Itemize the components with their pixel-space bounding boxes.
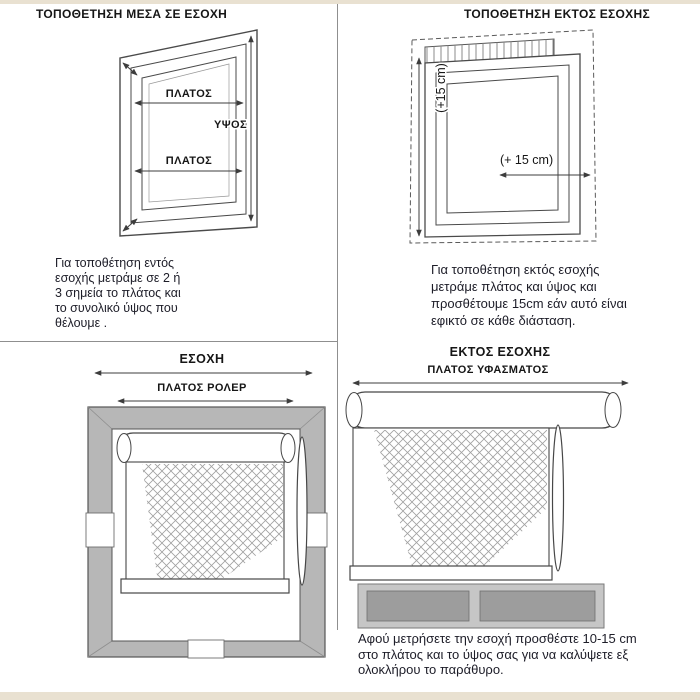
fabric-width-label: ΠΛΑΤΟΣ ΥΦΑΣΜΑΤΟΣ bbox=[427, 364, 548, 376]
caption-bottom: Αφού μετρήσετε την εσοχή προσθέστε 10-15… bbox=[358, 631, 637, 677]
roller-end-left bbox=[345, 392, 363, 428]
roller-end-right bbox=[280, 433, 296, 463]
roller-tube bbox=[346, 391, 621, 429]
corner-depth-arrow-top bbox=[122, 62, 138, 76]
window-mid-frame bbox=[130, 43, 247, 224]
fabric-weave-hatch bbox=[142, 464, 283, 583]
horizontal-divider-left bbox=[0, 341, 337, 342]
height-label: ΥΨΟΣ bbox=[214, 119, 247, 131]
bottom-border-band bbox=[0, 692, 700, 700]
recess-label: ΕΣΟΧΗ bbox=[180, 352, 225, 366]
width-plus-label: (+ 15 cm) bbox=[500, 153, 553, 167]
caption-outside-recess: Για τοποθέτηση εκτός εσοχής μετράμε πλάτ… bbox=[431, 262, 627, 328]
width-label-top: ΠΛΑΤΟΣ bbox=[166, 88, 212, 100]
vertical-divider bbox=[337, 4, 338, 630]
window-mid-frame bbox=[435, 64, 570, 226]
fabric-weave-hatch bbox=[374, 430, 547, 566]
corner-depth-arrow-bottom bbox=[122, 218, 138, 232]
outside-recess-title: ΕΚΤΟΣ ΕΣΟΧΗΣ bbox=[450, 345, 551, 359]
inside-recess-diagram: ΠΛΑΤΟΣ ΠΛΑΤΟΣ ΥΨΟΣ bbox=[119, 29, 258, 237]
roller-end-left bbox=[116, 433, 132, 463]
width-label-bottom: ΠΛΑΤΟΣ bbox=[166, 155, 212, 167]
title-inside-recess: ΤΟΠΟΘΕΤΗΣΗ ΜΕΣΑ ΣΕ ΕΣΟΧΗ bbox=[36, 7, 228, 21]
wall-band-dark-right bbox=[479, 590, 596, 622]
roller-outside-recess-diagram: ΕΚΤΟΣ ΕΣΟΧΗΣ ΠΛΑΤΟΣ ΥΦΑΣΜΑΤΟΣ bbox=[345, 344, 629, 629]
top-border-band bbox=[0, 0, 700, 4]
window-outer-frame bbox=[424, 53, 581, 238]
caption-inside-recess: Για τοποθέτηση εντός εσοχής μετράμε σε 2… bbox=[55, 256, 181, 330]
outside-recess-diagram: (+15 cm) (+ 15 cm) bbox=[409, 29, 597, 244]
roller-in-recess-diagram: ΕΣΟΧΗ ΠΛΑΤΟΣ ΡΟΛΕΡ bbox=[85, 351, 328, 659]
title-outside-recess: ΤΟΠΟΘΕΤΗΣΗ ΕΚΤΟΣ ΕΣΟΧΗΣ bbox=[464, 7, 650, 21]
wall-gap-bottom bbox=[187, 639, 225, 659]
wall-band-dark-left bbox=[366, 590, 470, 622]
window-inner-frame bbox=[446, 75, 559, 214]
window-glass-line bbox=[148, 63, 230, 203]
height-plus-label: (+15 cm) bbox=[434, 63, 448, 113]
wall-miter-lines bbox=[87, 406, 326, 658]
hem-bar bbox=[120, 578, 290, 594]
chain-loop bbox=[296, 436, 308, 586]
hem-bar bbox=[349, 565, 553, 581]
blind-extent-dashed-outline bbox=[409, 29, 597, 244]
chain-loop bbox=[551, 424, 565, 572]
wall-gap-left bbox=[85, 512, 115, 548]
window-outer-frame bbox=[119, 29, 258, 237]
roller-end-right bbox=[604, 392, 622, 428]
roller-width-label: ΠΛΑΤΟΣ ΡΟΛΕΡ bbox=[157, 382, 246, 394]
roller-tube bbox=[117, 432, 295, 464]
window-inner-frame bbox=[141, 56, 237, 211]
